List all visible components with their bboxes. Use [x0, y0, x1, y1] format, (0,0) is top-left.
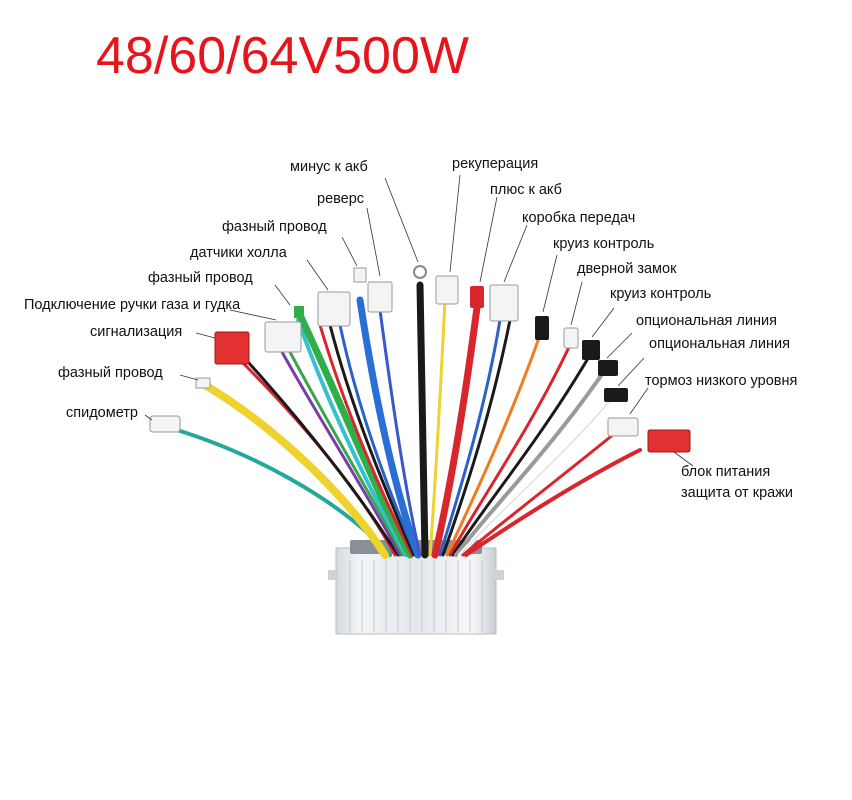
- connector-optional-1: [598, 360, 618, 376]
- connector-hall: [317, 291, 351, 327]
- wire-optional-1: [454, 368, 607, 557]
- wire-cyan-throttle: [296, 318, 408, 557]
- wire-black-alarm: [246, 360, 400, 557]
- wire-purple-throttle: [280, 350, 402, 557]
- connector-cruise-2: [582, 340, 600, 360]
- wire-door-lock: [448, 343, 572, 557]
- label-faznyi-provod-1: фазный провод: [222, 219, 327, 235]
- leader-lines: [144, 174, 694, 467]
- label-minus-akb: минус к акб: [290, 159, 368, 175]
- label-kruiz-kontrol-2: круиз контроль: [610, 286, 712, 302]
- label-kruiz-kontrol-1: круиз контроль: [553, 236, 655, 252]
- label-faznyi-provod-2: фазный провод: [148, 270, 253, 286]
- connector-phase-blue: [353, 267, 367, 283]
- wire-reverse: [378, 308, 422, 557]
- connector-throttle: [264, 321, 302, 353]
- wire-orange-cruise: [445, 333, 542, 557]
- connector-brake: [607, 417, 639, 437]
- label-blok-pitaniya-2: защита от кражи: [681, 485, 793, 501]
- label-rekuperaciya: рекуперация: [452, 156, 539, 172]
- label-blok-pitaniya-1: блок питания: [681, 464, 771, 480]
- connector-power: [647, 429, 691, 453]
- label-opcionalnaya-1: опциональная линия: [636, 313, 777, 329]
- wire-bundle: [158, 281, 642, 559]
- wire-gear-box: [438, 318, 502, 557]
- label-plus-akb: плюс к акб: [490, 182, 562, 198]
- label-faznyi-provod-3: фазный провод: [58, 365, 163, 381]
- wire-power-lock: [464, 448, 642, 557]
- label-tormoz: тормоз низкого уровня: [645, 373, 798, 389]
- connector-regen: [435, 275, 459, 305]
- wire-hall-black: [328, 323, 416, 557]
- label-spidometr: спидометр: [66, 405, 138, 421]
- connector-speedometer: [149, 415, 181, 433]
- connector-phase-yellow: [195, 377, 211, 389]
- connector-optional-2: [604, 388, 628, 402]
- wire-optional-2-outline: [459, 394, 616, 556]
- connectors: [149, 265, 691, 453]
- label-opcionalnaya-2: опциональная линия: [649, 336, 790, 352]
- connector-door: [563, 327, 579, 349]
- wire-gear-box-2: [441, 318, 512, 557]
- label-signalizaciya: сигнализация: [90, 324, 183, 340]
- wire-blue-phase: [356, 296, 422, 559]
- connector-minus-ring: [413, 265, 427, 279]
- wire-black-minus: [416, 281, 429, 559]
- label-korobka-peredach: коробка передач: [522, 210, 636, 226]
- connector-reverse: [367, 281, 393, 313]
- connector-gear: [489, 284, 519, 322]
- wire-hall-blue: [338, 323, 418, 557]
- wire-yellow-phase: [201, 381, 389, 559]
- connector-cruise-1: [535, 316, 549, 340]
- label-dvernoi-zamok: дверной замок: [577, 261, 677, 277]
- label-datchiki-holla: датчики холла: [190, 245, 287, 261]
- wire-green-throttle: [288, 350, 405, 557]
- page-title: 48/60/64V500W: [96, 27, 469, 85]
- label-revers: реверс: [317, 191, 365, 207]
- connector-phase-green: [294, 306, 304, 318]
- wire-brake: [461, 423, 627, 557]
- wire-hall-red: [318, 323, 414, 557]
- wire-cruise-2: [451, 353, 592, 557]
- wire-red-plus: [431, 296, 482, 559]
- wire-yellow-regen: [428, 298, 447, 557]
- label-ruchka-gaza: Подключение ручки газа и гудка: [24, 297, 241, 313]
- connector-plus: [470, 286, 484, 308]
- connector-alarm: [214, 331, 250, 365]
- wire-green-phase: [296, 311, 414, 559]
